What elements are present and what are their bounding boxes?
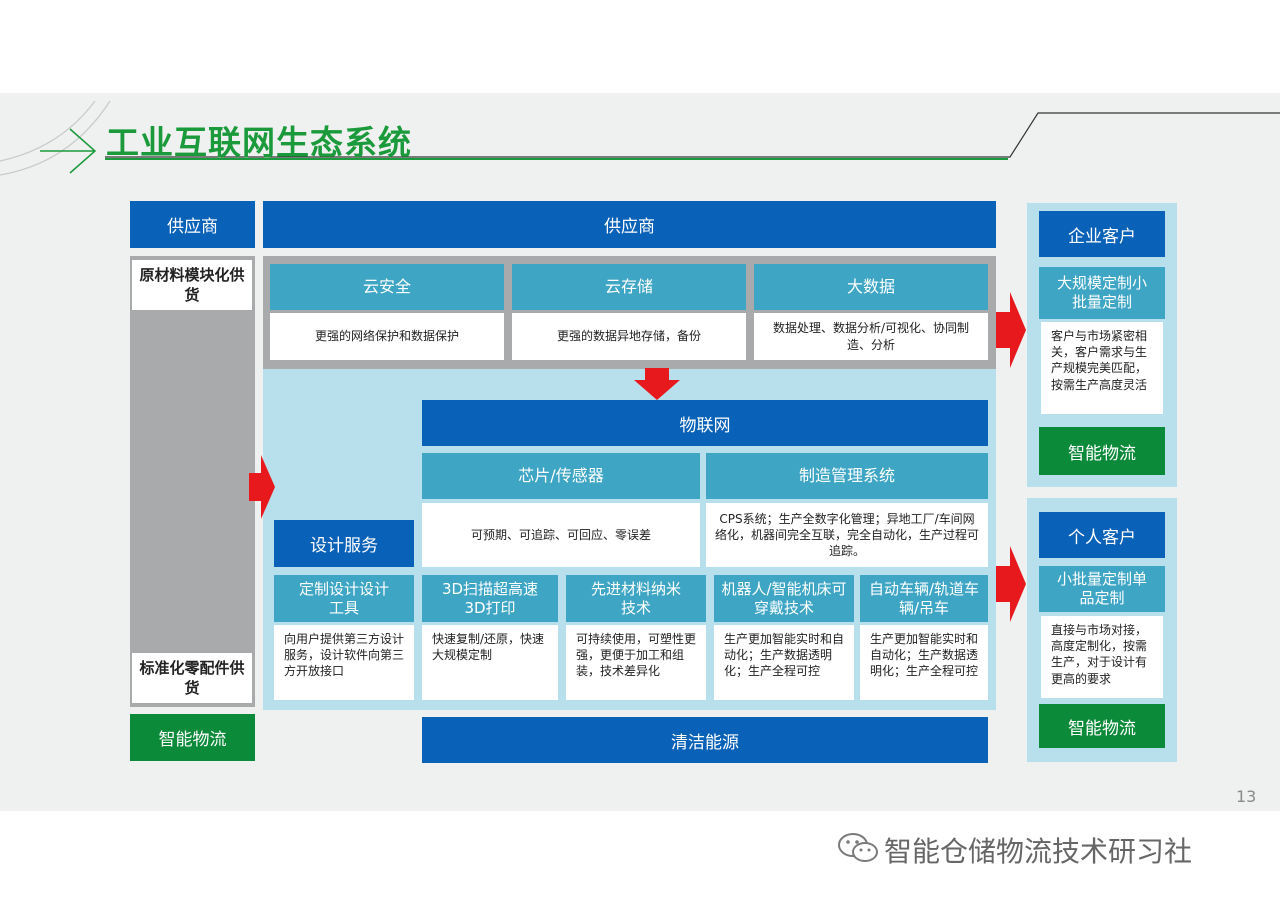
big-data-title: 大数据 [754,264,988,310]
raw-material-box: 原材料模块化供货 [132,260,252,310]
arrow-right-icon [996,546,1026,622]
iot-header: 物联网 [422,400,988,446]
page-title: 工业互联网生态系统 [106,123,412,162]
cloud-security-title: 云安全 [270,264,504,310]
card-custom-design-title: 定制设计设计工具 [274,575,414,622]
cloud-security-desc: 更强的网络保护和数据保护 [270,313,504,360]
card-materials-desc: 可持续使用，可塑性更强，更便于加工和组装，技术差异化 [566,625,706,700]
arrow-right-icon [249,455,275,519]
wechat-icon [838,833,878,862]
page-number: 13 [1236,787,1257,806]
enterprise-subtitle: 大规模定制小批量定制 [1039,267,1165,319]
enterprise-header: 企业客户 [1039,211,1165,257]
cloud-storage-desc: 更强的数据异地存储，备份 [512,313,746,360]
card-vehicle-desc: 生产更加智能实时和自动化；生产数据透明化；生产全程可控 [860,625,988,700]
card-robot-title: 机器人/智能机床可穿戴技术 [714,575,854,622]
clean-energy-box: 清洁能源 [422,717,988,763]
watermark-text: 智能仓储物流技术研习社 [884,835,1193,868]
big-data-desc: 数据处理、数据分析/可视化、协同制造、分析 [754,313,988,360]
enterprise-desc: 客户与市场紧密相关，客户需求与生产规模完美匹配，按需生产高度灵活 [1041,322,1163,414]
personal-desc: 直接与市场对接，高度定制化，按需生产，对于设计有更高的要求 [1041,616,1163,698]
arrow-down-icon [634,368,680,400]
header-decoration [0,100,1280,176]
left-supplier-panel [130,256,255,707]
design-service-box: 设计服务 [274,520,414,567]
personal-header: 个人客户 [1039,512,1165,558]
card-3d-desc: 快速复制/还原，快速大规模定制 [422,625,558,700]
standard-parts-box: 标准化零配件供货 [132,653,252,703]
chips-sensors-desc: 可预期、可追踪、可回应、零误差 [422,503,700,567]
mfg-mgmt-title: 制造管理系统 [706,453,988,499]
left-logistics-box: 智能物流 [130,714,255,761]
mfg-mgmt-desc: CPS系统；生产全数字化管理；异地工厂/车间网络化，机器间完全互联，完全自动化，… [706,503,988,567]
enterprise-logistics: 智能物流 [1039,427,1165,475]
card-materials-title: 先进材料纳米技术 [566,575,706,622]
personal-subtitle: 小批量定制单品定制 [1039,566,1165,612]
left-supplier-header: 供应商 [130,201,255,248]
personal-logistics: 智能物流 [1039,704,1165,748]
main-supplier-header: 供应商 [263,201,996,248]
card-3d-title: 3D扫描超高速3D打印 [422,575,558,622]
arrow-right-icon [996,292,1026,368]
card-vehicle-title: 自动车辆/轨道车辆/吊车 [860,575,988,622]
cloud-storage-title: 云存储 [512,264,746,310]
card-robot-desc: 生产更加智能实时和自动化；生产数据透明化；生产全程可控 [714,625,854,700]
chips-sensors-title: 芯片/传感器 [422,453,700,499]
card-custom-design-desc: 向用户提供第三方设计服务，设计软件向第三方开放接口 [274,625,414,700]
